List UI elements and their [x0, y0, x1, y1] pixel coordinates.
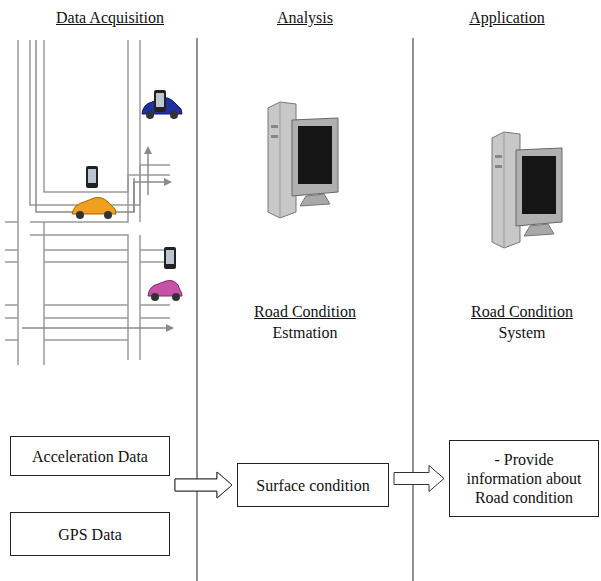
component-title: Road Condition — [254, 302, 356, 321]
box-text: Acceleration Data — [17, 447, 163, 466]
component-subtitle: Estmation — [273, 323, 338, 342]
car-icon — [148, 281, 182, 302]
flow-arrow — [175, 472, 232, 498]
flow-arrow — [394, 466, 444, 492]
flow-arrow — [175, 472, 232, 498]
component-subtitle: System — [498, 323, 545, 342]
computer-icon — [492, 132, 562, 248]
data-box: Acceleration Data — [10, 436, 170, 476]
route-arrowhead — [144, 146, 174, 332]
data-box: Surface condition — [237, 463, 389, 507]
phone-icon — [154, 90, 166, 112]
route-line — [22, 40, 170, 328]
column-heading: Analysis — [277, 8, 333, 27]
car-icon — [72, 198, 116, 220]
computer-icon — [268, 102, 338, 218]
column-divider — [413, 38, 414, 581]
box-text: Surface condition — [244, 476, 382, 495]
column-heading: Data Acquisition — [56, 8, 164, 27]
box-text: GPS Data — [17, 525, 163, 544]
data-box: GPS Data — [10, 512, 170, 556]
column-divider — [197, 38, 198, 581]
road-map — [5, 40, 170, 365]
phone-icon — [164, 247, 176, 269]
component-title: Road Condition — [471, 302, 573, 321]
data-box: - Provide information about Road conditi… — [449, 440, 599, 517]
box-text: - Provide information about Road conditi… — [456, 450, 592, 507]
column-heading: Application — [469, 8, 545, 27]
phone-icon — [86, 166, 98, 188]
